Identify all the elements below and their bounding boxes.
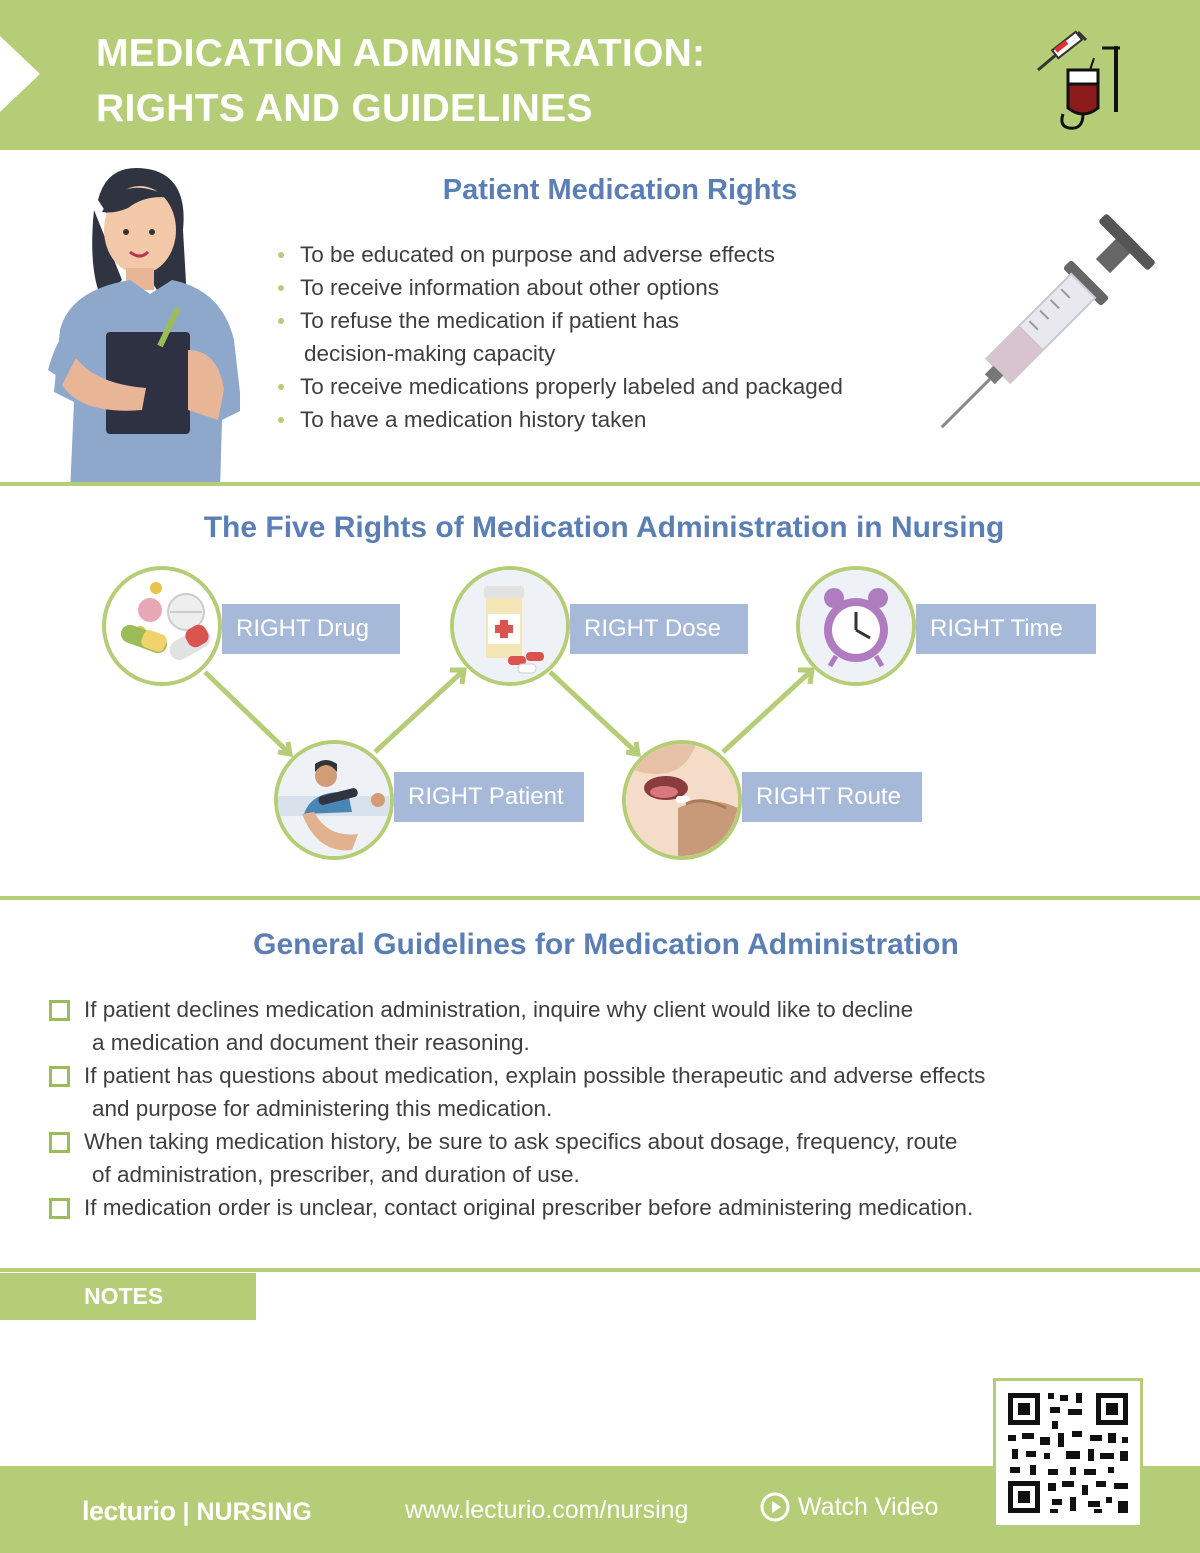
footer-url-link[interactable]: www.lecturio.com/nursing bbox=[405, 1496, 689, 1524]
play-icon bbox=[760, 1492, 790, 1522]
rights-item-text: To receive information about other optio… bbox=[300, 275, 719, 300]
watch-video-link[interactable]: Watch Video bbox=[760, 1492, 938, 1522]
rights-item-text: To refuse the medication if patient has bbox=[300, 308, 679, 333]
list-item: To refuse the medication if patient has d… bbox=[276, 304, 976, 370]
pills-icon bbox=[120, 582, 211, 660]
nurse-illustration bbox=[40, 160, 242, 492]
guideline-text: If patient has questions about medicatio… bbox=[84, 1063, 986, 1088]
brand-logo: lecturio | NURSING bbox=[82, 1496, 312, 1527]
step-label-dose: RIGHT Dose bbox=[570, 604, 748, 654]
guideline-text-cont: and purpose for administering this medic… bbox=[92, 1096, 553, 1121]
step-label-drug: RIGHT Drug bbox=[222, 604, 400, 654]
step-circle-route bbox=[622, 740, 742, 860]
bullet-icon bbox=[278, 252, 284, 258]
page-title-line1: MEDICATION ADMINISTRATION: bbox=[96, 32, 706, 75]
list-item: When taking medication history, be sure … bbox=[46, 1125, 1176, 1191]
bullet-icon bbox=[278, 384, 284, 390]
list-item: To receive medications properly labeled … bbox=[276, 370, 976, 403]
qr-code[interactable] bbox=[993, 1378, 1143, 1528]
list-item: If patient declines medication administr… bbox=[46, 993, 1176, 1059]
page-title-line2: RIGHTS AND GUIDELINES bbox=[96, 87, 593, 130]
bullet-icon bbox=[278, 417, 284, 423]
guideline-text: If medication order is unclear, contact … bbox=[84, 1195, 974, 1220]
step-circle-time bbox=[796, 566, 916, 686]
step-label-time: RIGHT Time bbox=[916, 604, 1096, 654]
step-label-patient: RIGHT Patient bbox=[394, 772, 584, 822]
flow-arrows bbox=[203, 667, 815, 758]
page-title: MEDICATION ADMINISTRATION: RIGHTS AND GU… bbox=[96, 26, 705, 136]
checkbox-icon bbox=[49, 1198, 70, 1219]
bullet-icon bbox=[278, 285, 284, 291]
arrow-head bbox=[625, 741, 642, 758]
arrow-head bbox=[277, 741, 294, 758]
rights-item-text: To be educated on purpose and adverse ef… bbox=[300, 242, 775, 267]
arrow-line bbox=[373, 670, 464, 754]
guideline-text-cont: of administration, prescriber, and durat… bbox=[92, 1162, 580, 1187]
brand-suffix: | NURSING bbox=[182, 1498, 312, 1526]
guideline-text: When taking medication history, be sure … bbox=[84, 1129, 958, 1154]
syringe-illustration bbox=[930, 208, 1160, 440]
step-circle-patient bbox=[274, 740, 394, 860]
step-label-route: RIGHT Route bbox=[742, 772, 922, 822]
list-item: To have a medication history taken bbox=[276, 403, 976, 436]
guidelines-list: If patient declines medication administr… bbox=[46, 993, 1176, 1224]
patient-rights-list: To be educated on purpose and adverse ef… bbox=[276, 238, 976, 436]
step-circle-drug bbox=[102, 566, 222, 686]
section-divider bbox=[0, 896, 1200, 900]
pill-bottle-icon bbox=[454, 570, 566, 682]
patient-icon bbox=[278, 744, 390, 856]
rights-item-text: To have a medication history taken bbox=[300, 407, 647, 432]
notes-label: NOTES bbox=[0, 1273, 256, 1320]
arrow-line bbox=[548, 670, 638, 754]
checkbox-icon bbox=[49, 1132, 70, 1153]
header-arrow-shape bbox=[0, 36, 40, 112]
step-circle-dose bbox=[450, 566, 570, 686]
watch-video-label: Watch Video bbox=[798, 1492, 939, 1521]
iv-syringe-icon bbox=[1030, 28, 1130, 132]
rights-item-text-cont: decision-making capacity bbox=[304, 341, 556, 366]
list-item: If patient has questions about medicatio… bbox=[46, 1059, 1176, 1125]
oral-route-icon bbox=[626, 744, 738, 856]
header-banner bbox=[0, 0, 1200, 150]
guideline-text: If patient declines medication administr… bbox=[84, 997, 914, 1022]
arrow-head bbox=[450, 667, 467, 685]
guidelines-title: General Guidelines for Medication Admini… bbox=[253, 928, 959, 961]
alarm-clock-icon bbox=[800, 570, 912, 682]
list-item: To be educated on purpose and adverse ef… bbox=[276, 238, 976, 271]
arrow-line bbox=[721, 670, 812, 754]
five-rights-title: The Five Rights of Medication Administra… bbox=[203, 511, 1005, 544]
list-item: If medication order is unclear, contact … bbox=[46, 1191, 1176, 1224]
guideline-text-cont: a medication and document their reasonin… bbox=[92, 1030, 530, 1055]
arrow-line bbox=[203, 670, 290, 754]
checkbox-icon bbox=[49, 1066, 70, 1087]
list-item: To receive information about other optio… bbox=[276, 271, 976, 304]
notes-divider bbox=[0, 1268, 1200, 1272]
arrow-head bbox=[798, 667, 815, 685]
section-divider bbox=[0, 482, 1200, 486]
rights-item-text: To receive medications properly labeled … bbox=[300, 374, 843, 399]
checkbox-icon bbox=[49, 1000, 70, 1021]
bullet-icon bbox=[278, 318, 284, 324]
brand-name: lecturio bbox=[82, 1496, 176, 1526]
patient-rights-title: Patient Medication Rights bbox=[442, 174, 798, 206]
